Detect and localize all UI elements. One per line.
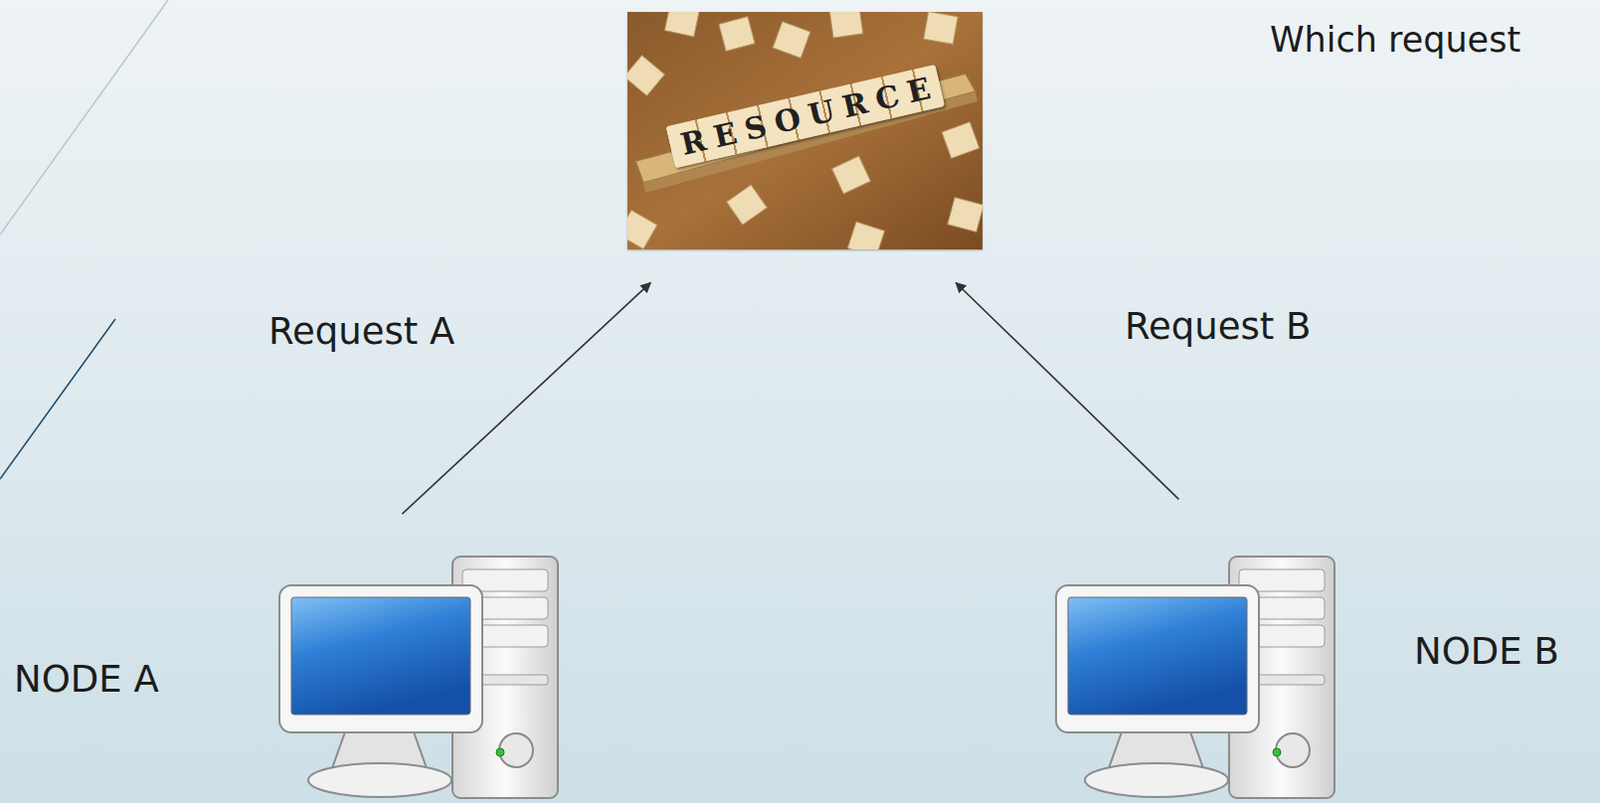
- computer-icon: [1054, 555, 1338, 801]
- computer-node: NODE A: [277, 555, 561, 801]
- question-label: Which request: [1269, 19, 1521, 60]
- deco-line: [0, 319, 116, 480]
- edge-label: Request B: [1124, 306, 1311, 350]
- edge-label: Request A: [268, 311, 455, 355]
- node-label: NODE A: [13, 659, 160, 703]
- computer-node: NODE B: [1054, 555, 1338, 801]
- node-label: NODE B: [1414, 631, 1560, 675]
- computer-icon: [277, 555, 561, 801]
- resource-node: RESOURCE: [627, 11, 983, 250]
- deco-line: [0, 0, 169, 235]
